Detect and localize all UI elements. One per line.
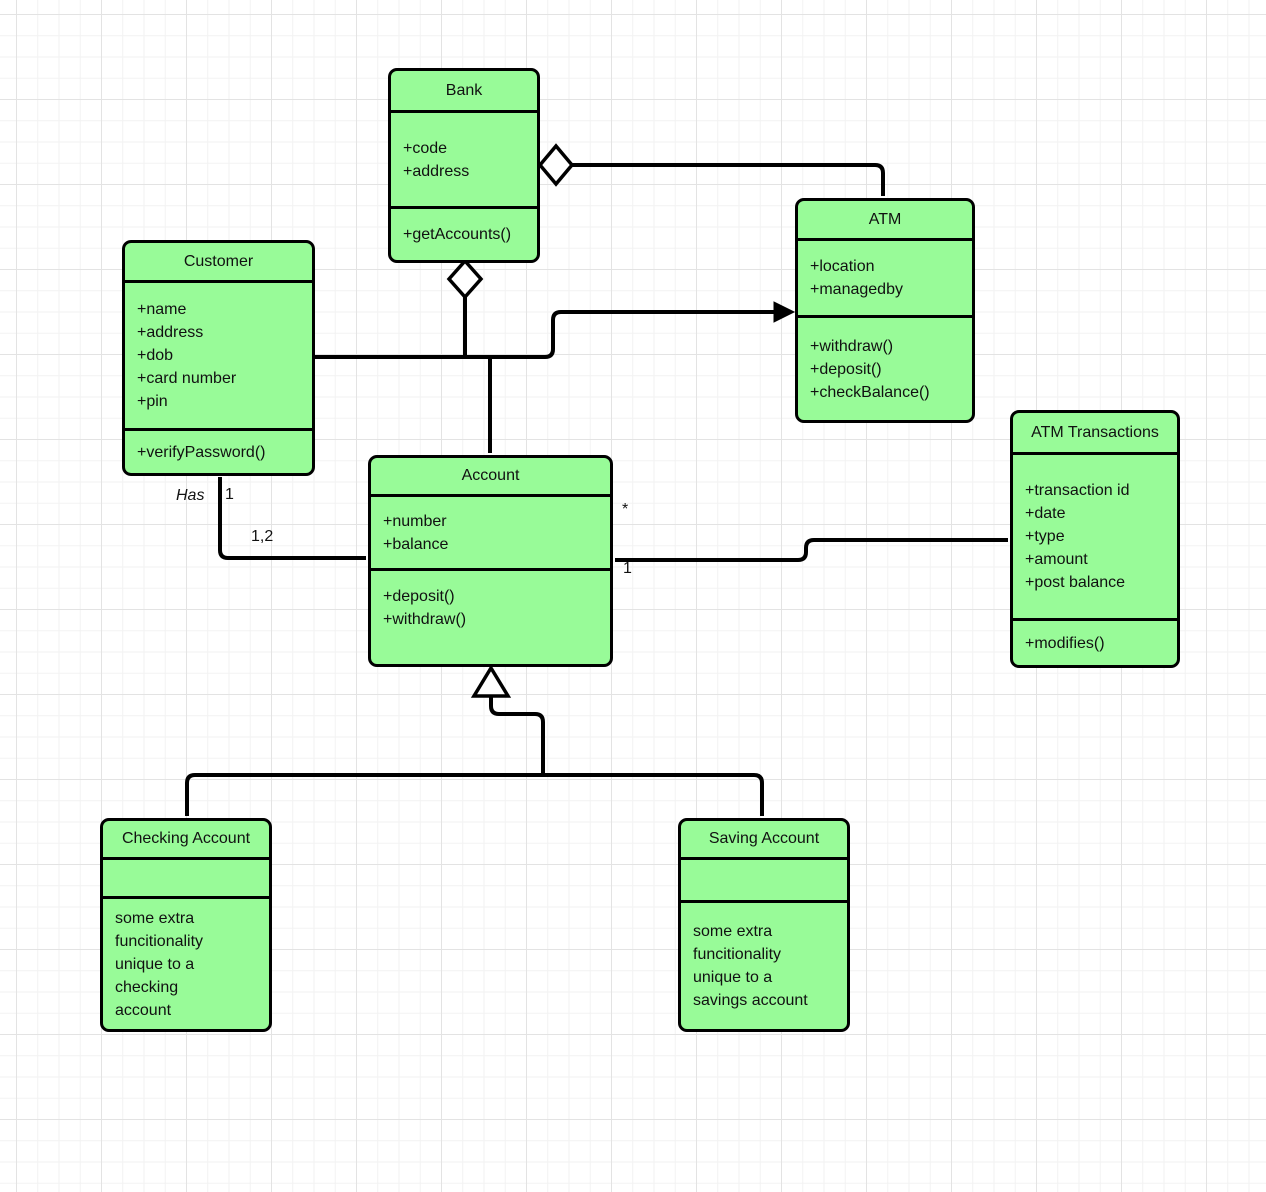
class-title: ATM xyxy=(798,201,972,241)
class-attributes: +location +managedby xyxy=(798,241,972,318)
edge-bank-atm[interactable] xyxy=(572,163,885,196)
edge-label-customer-multiplicity: 1 xyxy=(225,486,234,503)
class-title: Bank xyxy=(391,71,537,113)
edge-label-transactions-multiplicity: * xyxy=(622,501,629,518)
class-attributes: +name +address +dob +card number +pin xyxy=(125,283,312,431)
uml-method: +checkBalance() xyxy=(810,383,930,401)
uml-attribute: +managedby xyxy=(810,281,903,298)
uml-method: +withdraw() xyxy=(810,337,894,355)
aggregation-diamond-icon xyxy=(446,258,484,300)
class-attributes: +transaction id +date +type +amount +pos… xyxy=(1013,455,1177,621)
class-attributes xyxy=(681,860,847,903)
edge-label-account-side-multiplicity: 1 xyxy=(623,560,632,577)
class-atm[interactable]: ATM +location +managedby +withdraw() +de… xyxy=(795,198,975,423)
uml-attribute: +address xyxy=(137,324,204,341)
note-line: funcitionality xyxy=(693,946,782,963)
class-note: some extra funcitionality unique to a ch… xyxy=(103,899,269,1029)
arrowhead-icon xyxy=(773,301,796,323)
class-checking-account[interactable]: Checking Account some extra funcitionali… xyxy=(100,818,272,1032)
class-title: Customer xyxy=(125,243,312,283)
edge-customer-atm[interactable] xyxy=(313,310,776,359)
class-methods: +deposit() +withdraw() xyxy=(371,571,610,664)
note-line: unique to a xyxy=(693,969,773,986)
note-line: some extra xyxy=(115,909,195,927)
edge-label-account-multiplicity: 1,2 xyxy=(251,528,274,545)
note-line: checking xyxy=(115,978,179,996)
uml-method: +withdraw() xyxy=(383,611,467,628)
uml-attribute: +code xyxy=(403,139,448,157)
class-title: ATM Transactions xyxy=(1013,413,1177,455)
class-methods: +withdraw() +deposit() +checkBalance() xyxy=(798,318,972,420)
uml-attribute: +balance xyxy=(383,535,449,553)
uml-attribute: +name xyxy=(137,301,187,318)
uml-method: +modifies() xyxy=(1025,634,1105,652)
class-title: Saving Account xyxy=(681,821,847,860)
class-attributes xyxy=(103,860,269,899)
aggregation-diamond-icon xyxy=(537,143,575,187)
class-methods: +modifies() xyxy=(1013,621,1177,665)
uml-attribute: +transaction id xyxy=(1025,482,1130,499)
class-methods: +verifyPassword() xyxy=(125,431,312,473)
uml-attribute: +pin xyxy=(137,393,168,410)
note-line: funcitionality xyxy=(115,932,204,950)
uml-attribute: +dob xyxy=(137,347,174,364)
class-title: Checking Account xyxy=(103,821,269,860)
class-customer[interactable]: Customer +name +address +dob +card numbe… xyxy=(122,240,315,476)
note-line: some extra xyxy=(693,923,773,940)
class-title: Account xyxy=(371,458,610,497)
uml-attribute: +date xyxy=(1025,505,1066,522)
edge-customer-account[interactable] xyxy=(218,477,366,560)
class-attributes: +number +balance xyxy=(371,497,610,571)
uml-attribute: +location xyxy=(810,258,875,275)
uml-method: +deposit() xyxy=(383,588,455,605)
class-methods: +getAccounts() xyxy=(391,209,537,260)
class-attributes: +code +address xyxy=(391,113,537,209)
uml-attribute: +amount xyxy=(1025,551,1088,568)
uml-method: +getAccounts() xyxy=(403,226,512,243)
edge-account-transactions[interactable] xyxy=(615,538,1008,562)
note-line: savings account xyxy=(693,992,808,1009)
uml-attribute: +type xyxy=(1025,528,1065,545)
note-line: account xyxy=(115,1001,172,1019)
class-saving-account[interactable]: Saving Account some extra funcitionality… xyxy=(678,818,850,1032)
class-account[interactable]: Account +number +balance +deposit() +wit… xyxy=(368,455,613,667)
edge-inheritance-stem[interactable] xyxy=(489,696,545,773)
uml-attribute: +address xyxy=(403,162,470,180)
uml-attribute: +number xyxy=(383,512,447,530)
edge-label-has: Has xyxy=(176,487,205,504)
inheritance-triangle-icon xyxy=(470,664,512,698)
uml-method: +verifyPassword() xyxy=(137,443,266,461)
note-line: unique to a xyxy=(115,955,195,973)
class-atm-transactions[interactable]: ATM Transactions +transaction id +date +… xyxy=(1010,410,1180,668)
uml-attribute: +card number xyxy=(137,370,237,387)
uml-attribute: +post balance xyxy=(1025,574,1126,591)
uml-method: +deposit() xyxy=(810,360,882,378)
class-note: some extra funcitionality unique to a sa… xyxy=(681,903,847,1029)
class-bank[interactable]: Bank +code +address +getAccounts() xyxy=(388,68,540,263)
edge-inheritance-branches[interactable] xyxy=(185,773,764,816)
